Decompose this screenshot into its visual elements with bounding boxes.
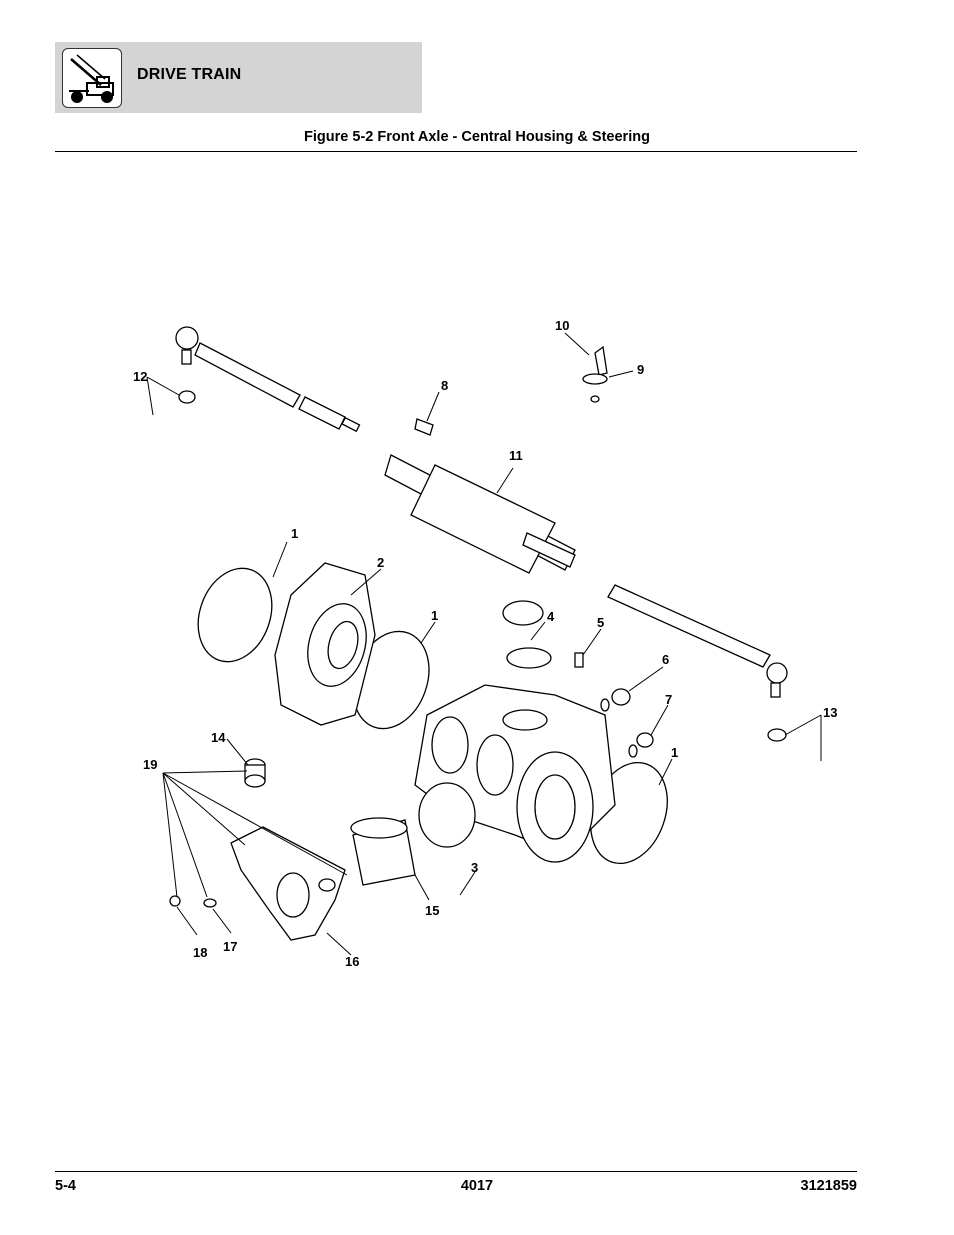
callout-1c: 1 (671, 745, 678, 760)
footer-rule (55, 1171, 857, 1172)
callout-18: 18 (193, 945, 207, 960)
callout-13: 13 (823, 705, 837, 720)
callout-3: 3 (471, 860, 478, 875)
callout-1b: 1 (431, 608, 438, 623)
footer-page-number: 5-4 (55, 1178, 76, 1194)
callout-19: 19 (143, 757, 157, 772)
callout-15: 15 (425, 903, 439, 918)
callout-16: 16 (345, 954, 359, 969)
callout-9: 9 (637, 362, 644, 377)
telehandler-machine-icon (62, 48, 122, 108)
callout-14: 14 (211, 730, 226, 745)
callout-7: 7 (665, 692, 672, 707)
footer-document-number: 3121859 (800, 1178, 857, 1194)
header-rule (55, 151, 857, 152)
exploded-parts-diagram: 1 2 1 3 4 5 6 7 1 8 9 10 11 12 13 14 15 … (55, 295, 857, 1035)
callout-12: 12 (133, 369, 147, 384)
callout-11: 11 (509, 448, 523, 463)
callout-1a: 1 (291, 526, 298, 541)
callout-6: 6 (662, 652, 669, 667)
callout-5: 5 (597, 615, 604, 630)
callout-8: 8 (441, 378, 448, 393)
callout-17: 17 (223, 939, 237, 954)
figure-title: Figure 5-2 Front Axle - Central Housing … (304, 129, 650, 145)
callout-2: 2 (377, 555, 384, 570)
callout-10: 10 (555, 318, 569, 333)
section-title: DRIVE TRAIN (137, 66, 242, 83)
footer-model: 4017 (460, 1178, 494, 1194)
callout-4: 4 (547, 609, 555, 624)
